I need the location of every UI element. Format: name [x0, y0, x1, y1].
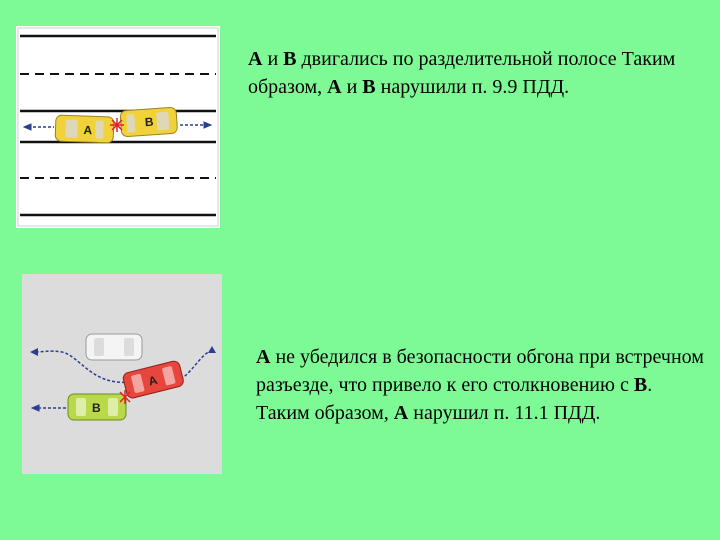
text-segment: В	[283, 48, 297, 70]
text-segment: двигались по разделительной полосе Таким…	[248, 48, 676, 98]
direction-arrow-right-icon	[180, 121, 213, 129]
text-segment: А	[256, 346, 271, 368]
text-segment: В	[633, 374, 648, 396]
diagram-overtaking: A B	[22, 274, 222, 474]
direction-arrow-left-icon	[30, 348, 38, 356]
car-a-label: A	[83, 123, 92, 137]
collision-icon	[110, 118, 124, 132]
text-segment: не убедился в безопасности обгона при вс…	[256, 346, 704, 396]
road-scene-svg: A B	[16, 26, 220, 228]
explanation-text-top: А и В двигались по разделительной полосе…	[248, 45, 708, 101]
text-segment: нарушили п. 9.9 ПДД.	[375, 76, 570, 98]
collision-icon	[119, 390, 131, 404]
text-segment: А	[327, 76, 342, 98]
trajectory-curve-left	[35, 350, 131, 383]
diagram-dividing-strip: A B	[16, 26, 220, 228]
car-b-label: B	[92, 401, 101, 415]
car-b: B	[67, 393, 127, 421]
direction-arrow-left-icon	[22, 123, 54, 131]
text-segment: А	[393, 402, 409, 424]
explanation-text-bottom: А не убедился в безопасности обгона при …	[256, 343, 706, 427]
car-a: A	[122, 360, 184, 399]
text-segment: В	[362, 76, 376, 98]
text-segment: А	[248, 48, 263, 70]
direction-arrow-up-icon	[208, 346, 216, 353]
car-ghost	[85, 333, 143, 361]
overtake-scene-svg: A B	[22, 274, 222, 474]
car-b-label: B	[144, 115, 154, 130]
text-segment: нарушил п. 11.1 ПДД.	[408, 402, 601, 424]
direction-arrow-left-icon	[30, 404, 66, 412]
car-a: A	[54, 114, 115, 144]
text-segment: и	[341, 76, 363, 98]
car-b: B	[119, 106, 178, 138]
car-a-label: A	[147, 373, 159, 389]
text-segment: и	[262, 48, 284, 70]
text-segment: . Таким образом,	[256, 374, 653, 424]
